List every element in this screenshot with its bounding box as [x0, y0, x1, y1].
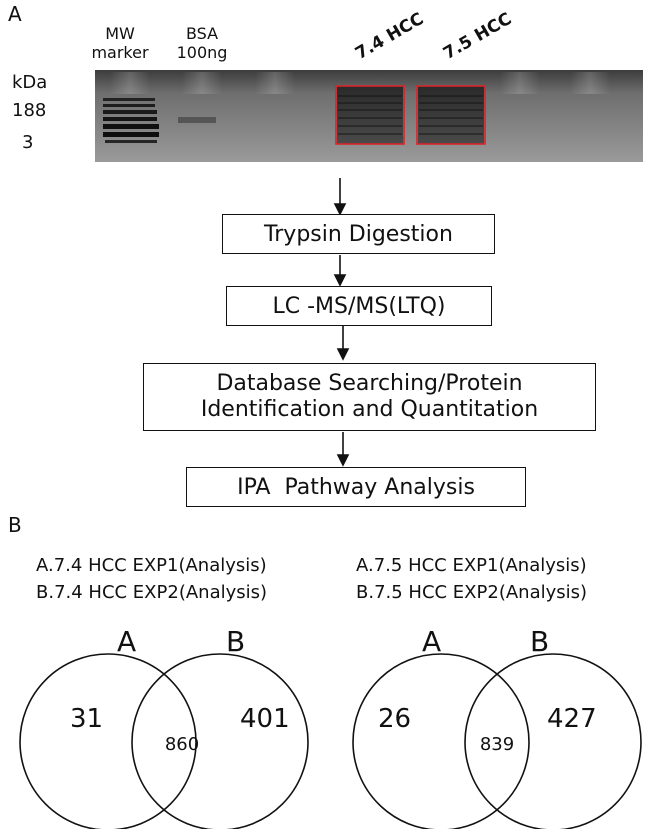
venn1-legend-a: A.7.4 HCC EXP1(Analysis): [36, 555, 267, 576]
venn1-circle-b: [131, 653, 309, 829]
venn2-only-b-count: 427: [547, 704, 597, 734]
hcc-7-5-excision-box: [416, 85, 486, 145]
venn2-overlap-count: 839: [479, 734, 515, 755]
kda-marker-3: 3: [22, 132, 34, 153]
workflow-step-ipa-analysis: IPA Pathway Analysis: [186, 467, 526, 507]
venn2-only-a-count: 26: [378, 704, 412, 734]
venn-circles: [19, 653, 642, 829]
hcc-7-4-excision-box: [335, 85, 405, 145]
venn1-set-a-label: A: [117, 625, 137, 658]
hcc-7-4-lane: [337, 86, 403, 144]
venn2-legend-b: B.7.5 HCC EXP2(Analysis): [356, 582, 588, 603]
venn2-legend-a: A.7.5 HCC EXP1(Analysis): [356, 555, 587, 576]
kda-unit-label: kDa: [12, 72, 48, 93]
lane-label-mw-marker: MW marker: [91, 24, 149, 62]
venn1-legend-b: B.7.4 HCC EXP2(Analysis): [36, 582, 268, 603]
venn1-only-a-count: 31: [70, 704, 104, 734]
venn2-circle-b: [464, 653, 642, 829]
venn1-overlap-count: 860: [164, 734, 200, 755]
workflow-step-label: IPA Pathway Analysis: [237, 474, 475, 500]
workflow-step-label: Trypsin Digestion: [264, 221, 453, 247]
mw-marker-bands: [103, 98, 159, 143]
panel-a-label: A: [8, 2, 22, 26]
lane-label-bsa: BSA 100ng: [176, 24, 228, 62]
panel-b-label: B: [8, 513, 22, 537]
workflow-step-trypsin-digestion: Trypsin Digestion: [222, 214, 495, 254]
kda-marker-188: 188: [12, 100, 47, 121]
venn1-only-b-count: 401: [240, 704, 290, 734]
workflow-step-lc-ms: LC -MS/MS(LTQ): [226, 286, 492, 326]
venn2-circle-a: [352, 653, 530, 829]
workflow-step-label: Database Searching/Protein Identificatio…: [200, 371, 539, 422]
workflow-arrows: [333, 178, 350, 467]
hcc-7-5-lane: [418, 86, 484, 144]
workflow-step-label: LC -MS/MS(LTQ): [272, 293, 446, 319]
venn1-set-b-label: B: [226, 625, 246, 658]
venn1-circle-a: [19, 653, 197, 829]
venn2-set-a-label: A: [422, 625, 442, 658]
gel-image: [95, 70, 643, 162]
bsa-band: [178, 117, 216, 123]
venn2-set-b-label: B: [530, 625, 550, 658]
workflow-step-database-search: Database Searching/Protein Identificatio…: [143, 363, 596, 431]
